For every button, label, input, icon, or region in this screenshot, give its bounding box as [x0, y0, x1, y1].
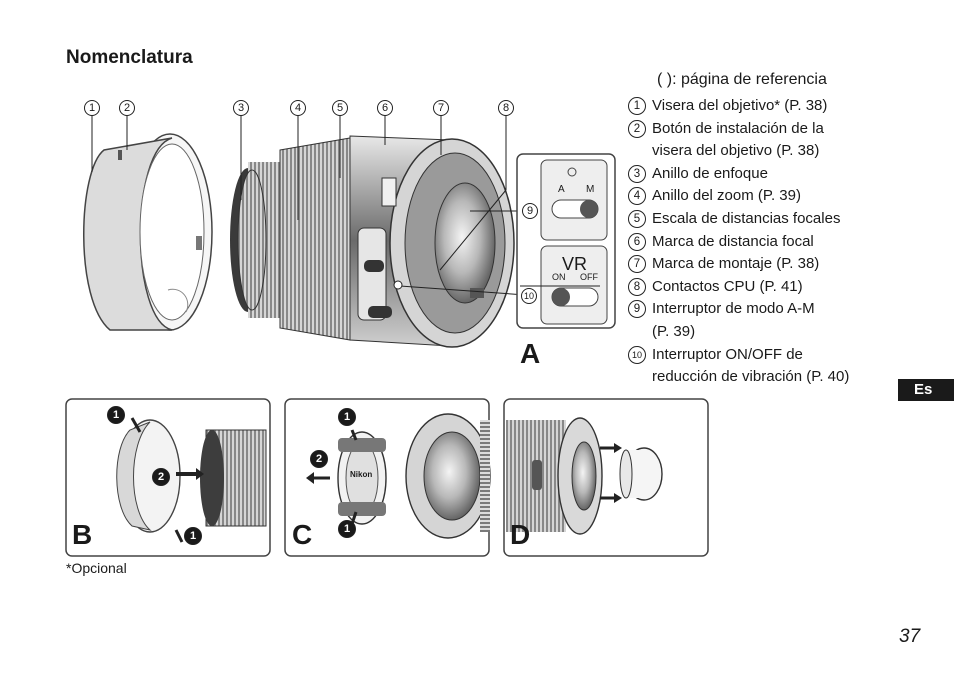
callout-5: 5: [332, 100, 348, 116]
legend-text: Marca de distancia focal: [652, 232, 814, 250]
legend-item: 6 Marca de distancia focal: [628, 231, 898, 254]
legend-item: 7 Marca de montaje (P. 38): [628, 253, 898, 276]
callout-4: 4: [290, 100, 306, 116]
legend-text: Anillo de enfoque: [652, 164, 768, 182]
legend-item: 2 Botón de instalación de la visera del o…: [628, 118, 898, 163]
am-switch-a-label: A: [558, 184, 565, 195]
step-b-2: 2: [152, 468, 170, 486]
legend-number: 7: [628, 255, 646, 274]
callout-3: 3: [233, 100, 249, 116]
callout-7: 7: [433, 100, 449, 116]
legend-item: 10 Interruptor ON/OFF de reducción de vib…: [628, 344, 898, 389]
legend-number: 2: [628, 119, 646, 138]
figure-label-a: A: [520, 338, 541, 369]
callout-8: 8: [498, 100, 514, 116]
panel-c-art: [306, 413, 491, 539]
step-b-1-top: 1: [107, 406, 125, 424]
section-title: Nomenclatura: [66, 47, 193, 68]
parts-legend: 1 Visera del objetivo* (P. 38) 2 Botón de i…: [628, 95, 898, 389]
legend-text: Escala de distancias focales: [652, 209, 841, 227]
legend-number: 4: [628, 187, 646, 206]
legend-number: 9: [628, 300, 646, 319]
figure-label-d: D: [510, 519, 531, 550]
legend-text: Interruptor de modo A-M (P. 39): [652, 300, 815, 340]
lens-barrel: [230, 135, 515, 348]
lens-hood: [83, 133, 213, 331]
legend-text: Interruptor ON/OFF de reducción de vibra…: [652, 345, 850, 386]
legend-item: 8 Contactos CPU (P. 41): [628, 276, 898, 299]
legend-item: 9 Interruptor de modo A-M (P. 39): [628, 298, 898, 343]
figure-label-b: B: [72, 519, 93, 550]
callout-10: 10: [521, 288, 537, 304]
lens-cap-brand: Nikon: [350, 470, 373, 479]
vr-on-label: ON: [552, 272, 566, 282]
legend-number: 8: [628, 277, 646, 296]
callout-9: 9: [522, 203, 538, 219]
figure-label-c: C: [292, 519, 313, 550]
panel-d-art: [506, 417, 663, 535]
page-number: 37: [899, 626, 921, 647]
callout-2: 2: [119, 100, 135, 116]
legend-number: 1: [628, 97, 646, 115]
footnote: *Opcional: [66, 560, 127, 576]
step-b-1-bottom: 1: [184, 527, 202, 545]
language-tab: Es: [898, 379, 954, 401]
callout-6: 6: [377, 100, 393, 116]
legend-text: Contactos CPU (P. 41): [652, 277, 803, 295]
legend-item: 3 Anillo de enfoque: [628, 163, 898, 186]
panel-b-art: [116, 417, 267, 543]
vr-label: VR: [562, 254, 588, 274]
step-c-1-bottom: 1: [338, 520, 356, 538]
reference-note: ( ): página de referencia: [657, 71, 827, 88]
step-c-2: 2: [310, 450, 328, 468]
legend-text: Visera del objetivo* (P. 38): [652, 97, 828, 114]
step-c-1-top: 1: [338, 408, 356, 426]
legend-number: 10: [628, 345, 646, 364]
legend-item: 5 Escala de distancias focales: [628, 208, 898, 231]
legend-number: 6: [628, 232, 646, 251]
legend-text: Marca de montaje (P. 38): [652, 255, 820, 273]
legend-text: Botón de instalación de la visera del ob…: [652, 119, 824, 160]
switch-detail-box: [393, 153, 616, 329]
legend-text: Anillo del zoom (P. 39): [652, 187, 801, 205]
legend-item: 1 Visera del objetivo* (P. 38): [628, 95, 898, 118]
legend-number: 5: [628, 209, 646, 228]
legend-number: 3: [628, 164, 646, 183]
am-switch-m-label: M: [586, 184, 595, 195]
legend-item: 4 Anillo del zoom (P. 39): [628, 185, 898, 208]
vr-off-label: OFF: [580, 272, 598, 282]
callout-1: 1: [84, 100, 100, 116]
